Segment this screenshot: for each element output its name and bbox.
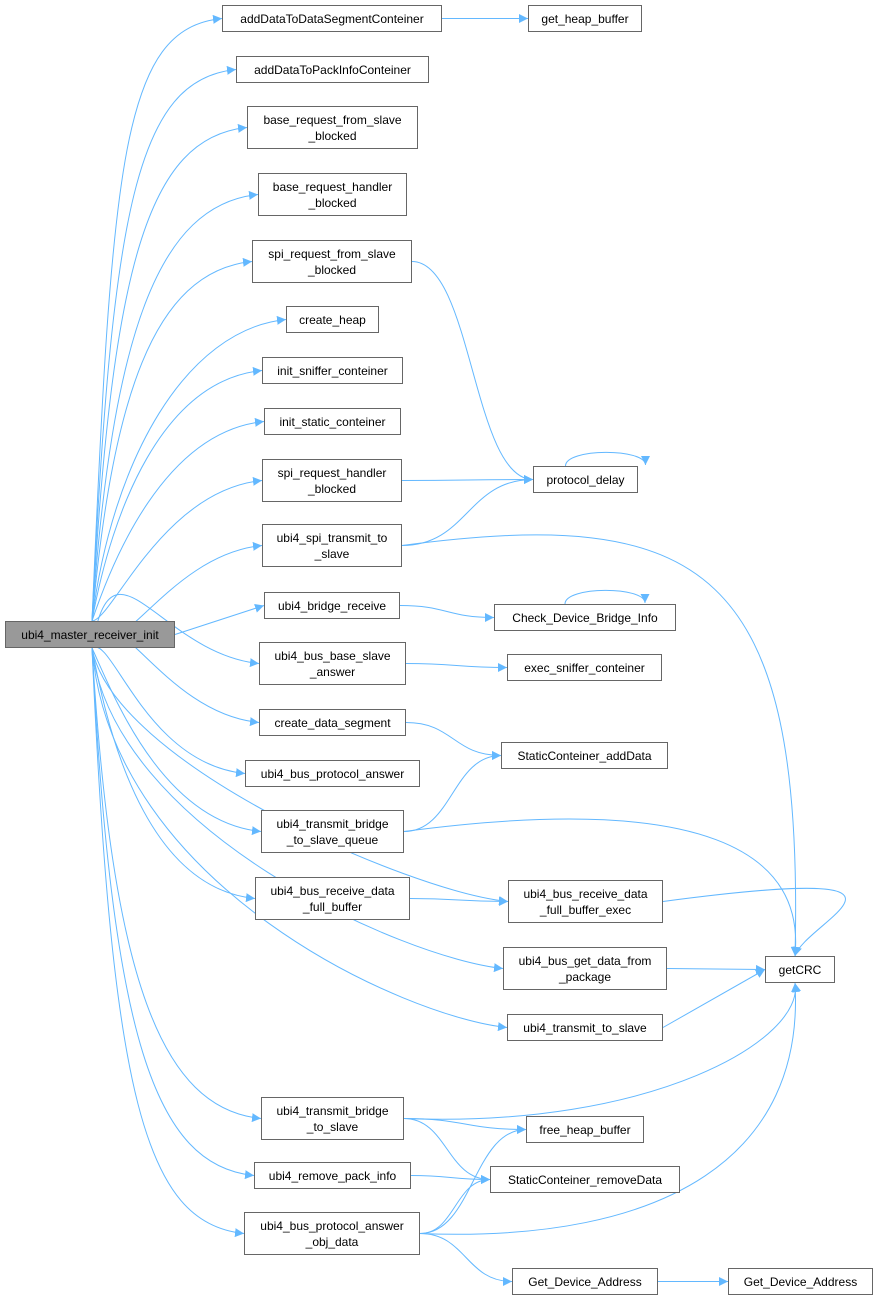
edge-main-to-n19 <box>91 647 245 1238</box>
edge-n5-to-r2 <box>411 261 534 484</box>
function-node-ubi4-bus-get-data-from-package[interactable]: ubi4_bus_get_data_from _package <box>503 947 667 990</box>
edge-main-to-n6 <box>91 315 287 622</box>
function-node-get-device-address[interactable]: Get_Device_Address <box>728 1268 873 1295</box>
edge-main-to-r7 <box>91 647 504 973</box>
edge-main-to-n14 <box>91 646 246 778</box>
function-node-ubi4-bridge-receive[interactable]: ubi4_bridge_receive <box>264 592 400 619</box>
edge-n19-to-r12 <box>419 982 801 1235</box>
edge-r3-to-r3 <box>564 589 650 605</box>
function-node-ubi4-transmit-bridge-to-slave-queue[interactable]: ubi4_transmit_bridge _to_slave_queue <box>261 810 404 853</box>
function-node-get-device-address[interactable]: Get_Device_Address <box>512 1268 658 1295</box>
function-node-spi-request-from-slave-blocked[interactable]: spi_request_from_slave _blocked <box>252 240 412 283</box>
function-node-ubi4-bus-receive-data-full-buffer[interactable]: ubi4_bus_receive_data _full_buffer <box>255 877 410 920</box>
root-function-node[interactable]: ubi4_master_receiver_init <box>5 621 175 648</box>
edge-main-to-n11 <box>174 604 265 635</box>
edge-main-to-n12 <box>91 594 260 668</box>
edge-n15-to-r12 <box>403 818 801 957</box>
function-node-ubi4-bus-receive-data-full-buffer-exec[interactable]: ubi4_bus_receive_data _full_buffer_exec <box>508 880 663 923</box>
function-node-get-heap-buffer[interactable]: get_heap_buffer <box>528 5 642 32</box>
function-node-staticconteiner-adddata[interactable]: StaticConteiner_addData <box>501 742 668 769</box>
function-node-init-static-conteiner[interactable]: init_static_conteiner <box>264 408 401 435</box>
edge-n17-to-r9 <box>403 1118 527 1134</box>
function-node-free-heap-buffer[interactable]: free_heap_buffer <box>526 1116 644 1143</box>
function-node-staticconteiner-removedata[interactable]: StaticConteiner_removeData <box>490 1166 680 1193</box>
edge-main-to-n2 <box>91 65 237 622</box>
edge-r6-to-r12 <box>662 887 846 957</box>
edge-n17-to-r10 <box>403 1118 491 1184</box>
function-node-init-sniffer-conteiner[interactable]: init_sniffer_conteiner <box>262 357 403 384</box>
edge-main-to-n18 <box>91 647 255 1180</box>
function-node-create-data-segment[interactable]: create_data_segment <box>259 709 406 736</box>
edge-n10-to-r12 <box>401 534 800 957</box>
edge-main-to-n17 <box>91 647 262 1123</box>
function-node-exec-sniffer-conteiner[interactable]: exec_sniffer_conteiner <box>507 654 662 681</box>
function-node-ubi4-bus-base-slave-answer[interactable]: ubi4_bus_base_slave _answer <box>259 642 406 685</box>
edge-main-to-n4 <box>91 190 259 622</box>
function-node-ubi4-remove-pack-info[interactable]: ubi4_remove_pack_info <box>254 1162 411 1189</box>
function-node-getcrc[interactable]: getCRC <box>765 956 835 983</box>
edge-n11-to-r3 <box>399 605 495 622</box>
function-node-spi-request-handler-blocked[interactable]: spi_request_handler _blocked <box>262 459 402 502</box>
edge-n18-to-r10 <box>410 1174 491 1184</box>
edge-n13-to-r5 <box>405 722 502 760</box>
function-node-protocol-delay[interactable]: protocol_delay <box>533 466 638 493</box>
edge-main-to-n9 <box>91 476 263 622</box>
edge-main-to-n5 <box>91 257 253 622</box>
function-node-create-heap[interactable]: create_heap <box>286 306 379 333</box>
function-node-adddatatopackinfoconteiner[interactable]: addDataToPackInfoConteiner <box>236 56 429 83</box>
edge-n15-to-r5 <box>403 751 502 832</box>
edge-n16-to-r6 <box>409 896 509 906</box>
function-node-base-request-handler-blocked[interactable]: base_request_handler _blocked <box>258 173 407 216</box>
edge-main-to-n3 <box>91 123 248 622</box>
function-node-ubi4-spi-transmit-to-slave[interactable]: ubi4_spi_transmit_to _slave <box>262 524 402 567</box>
edge-main-to-n1 <box>91 14 223 622</box>
function-node-check-device-bridge-info[interactable]: Check_Device_Bridge_Info <box>494 604 676 631</box>
edge-n9-to-r2 <box>401 475 534 485</box>
edge-main-to-n7 <box>91 366 263 622</box>
function-node-ubi4-transmit-to-slave[interactable]: ubi4_transmit_to_slave <box>507 1014 663 1041</box>
edge-n12-to-r4 <box>405 662 508 672</box>
edge-main-to-r8 <box>91 647 508 1032</box>
edge-main-to-n15 <box>91 647 262 836</box>
edge-r7-to-r12 <box>666 964 766 974</box>
edge-r8-to-r12 <box>662 969 766 1028</box>
edge-r2-to-r2 <box>565 451 650 467</box>
edge-n17-to-r12 <box>403 982 802 1120</box>
function-node-base-request-from-slave-blocked[interactable]: base_request_from_slave _blocked <box>247 106 418 149</box>
function-node-ubi4-bus-protocol-answer[interactable]: ubi4_bus_protocol_answer <box>245 760 420 787</box>
function-node-ubi4-transmit-bridge-to-slave[interactable]: ubi4_transmit_bridge _to_slave <box>261 1097 404 1140</box>
edge-main-to-n8 <box>91 417 265 622</box>
function-node-ubi4-bus-protocol-answer-obj-data[interactable]: ubi4_bus_protocol_answer _obj_data <box>244 1212 420 1255</box>
edge-n19-to-r11 <box>419 1233 513 1286</box>
edge-main-to-n16 <box>91 647 256 903</box>
function-node-adddatatodatasegmentconteiner[interactable]: addDataToDataSegmentConteiner <box>222 5 442 32</box>
edge-n19-to-r10 <box>419 1175 491 1234</box>
edge-n19-to-r9 <box>419 1125 527 1234</box>
